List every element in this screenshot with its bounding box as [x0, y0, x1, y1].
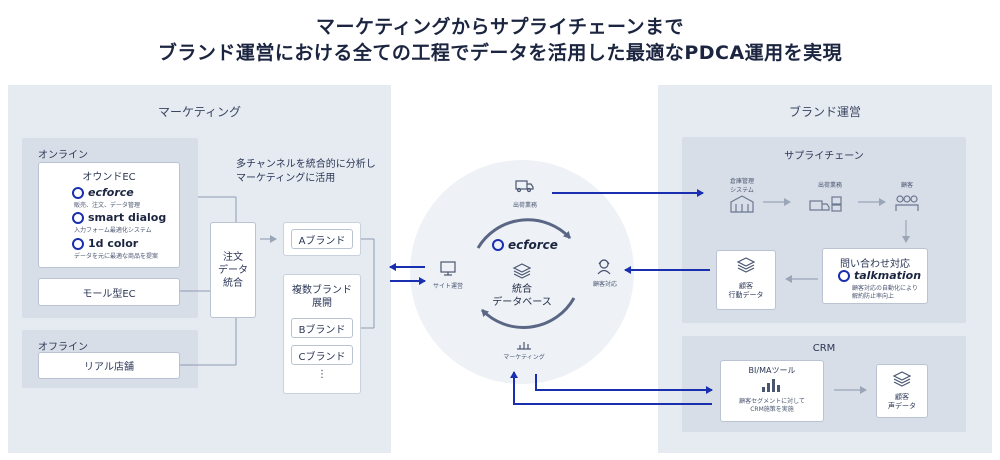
mall-ec-box: モール型EC [38, 278, 180, 306]
inquiry-label: 問い合わせ対応 [840, 259, 910, 270]
owned-ec-label: オウンドEC [82, 172, 136, 183]
customers-icon [895, 195, 919, 211]
behavior-data-icon [736, 257, 756, 273]
marketing-chart-icon [517, 342, 531, 350]
shipping-truck-icon [809, 196, 842, 212]
owned-ec-box [38, 162, 180, 268]
talkmation-name: talkmation [854, 269, 922, 282]
smart-dialog-desc: 入力フォーム最適化システム [74, 227, 152, 234]
1d-color-name: 1d color [88, 237, 139, 250]
truck-icon [515, 180, 534, 193]
marketing-title: マーケティング [157, 105, 242, 119]
header-line-2: ブランド運営における全ての工程でデータを活用した最適なPDCA運用を実現 [157, 42, 843, 64]
smart-dialog-item: smart dialog [72, 211, 166, 224]
brand-a-box: Aブランド [291, 229, 353, 249]
center-ecforce: ecforce [492, 238, 558, 252]
offline-label: オフライン [38, 342, 88, 353]
1d-color-desc: データを元に最適な商品を提案 [74, 253, 159, 260]
cycle-arrow-bottom [480, 297, 576, 329]
supply-chain-title: サプライチェーン [784, 151, 864, 162]
brand-b-box: Bブランド [291, 318, 353, 338]
behavior-data-box [716, 250, 776, 310]
brand-a-wrapper: Aブランド [283, 222, 361, 256]
center-ecforce-logo-icon [492, 239, 504, 251]
more-brands-dots: ⋮ [317, 369, 327, 380]
voice-data-box [876, 364, 928, 418]
cycle-arrow-top [476, 218, 572, 249]
center-ecforce-name: ecforce [508, 238, 558, 252]
multi-brand-label: 複数ブランド 展開 [292, 285, 352, 309]
bi-ma-label: BI/MAツール [748, 366, 796, 375]
1d-color-item: 1d color [72, 237, 138, 250]
support-person-icon [597, 259, 611, 275]
bi-bar-chart-icon [762, 379, 780, 392]
arrow-marketing-to-bi [535, 374, 713, 394]
header-line-1: マーケティングからサプライチェーンまで [315, 16, 685, 38]
monitor-icon [440, 261, 456, 276]
brand-c-box: Cブランド [291, 345, 353, 365]
talkmation-item: talkmation [838, 269, 921, 282]
integrated-database-label: 統合 データベース [492, 284, 552, 308]
crm-title: CRM [812, 343, 836, 354]
ecforce-desc: 販売、注文、データ管理 [74, 202, 141, 209]
warehouse-label: 倉庫管理 システム [729, 178, 754, 194]
behavior-data-label: 顧客 行動データ [728, 282, 764, 300]
talkmation-logo-icon [838, 269, 850, 282]
shipping-label: 出荷業務 [817, 182, 842, 189]
bi-ma-desc: 顧客セグメントに対して CRM施策を実施 [739, 398, 805, 413]
warehouse-icon [730, 195, 754, 213]
left-connectors [180, 196, 375, 366]
arrow-bi-to-marketing [510, 371, 712, 405]
ecforce-logo-icon [72, 186, 84, 199]
1d-color-logo-icon [72, 237, 84, 250]
order-data-integration-box: 注文 データ 統合 [210, 222, 256, 318]
center-marketing-label: マーケティング [503, 354, 545, 361]
customer-label: 顧客 [900, 182, 913, 189]
ecforce-name: ecforce [88, 186, 134, 199]
brand-title: ブランド運営 [788, 105, 861, 119]
smart-dialog-logo-icon [72, 211, 84, 224]
customer-support-label: 顧客対応 [592, 281, 617, 288]
real-store-box: リアル店舗 [38, 352, 180, 379]
ecforce-item: ecforce [72, 186, 134, 199]
database-stack-icon [512, 263, 532, 279]
center-shipping-label: 出荷業務 [512, 202, 537, 209]
smart-dialog-name: smart dialog [88, 211, 167, 224]
voice-data-icon [892, 371, 912, 387]
voice-data-label: 顧客 声データ [888, 393, 916, 411]
talkmation-desc: 顧客対応の自動化により 解約防止率向上 [852, 285, 918, 300]
online-label: オンライン [38, 150, 88, 161]
site-operation-label: サイト運営 [432, 283, 463, 290]
multichannel-caption: 多チャンネルを統合的に分析し マーケティングに活用 [236, 159, 376, 184]
